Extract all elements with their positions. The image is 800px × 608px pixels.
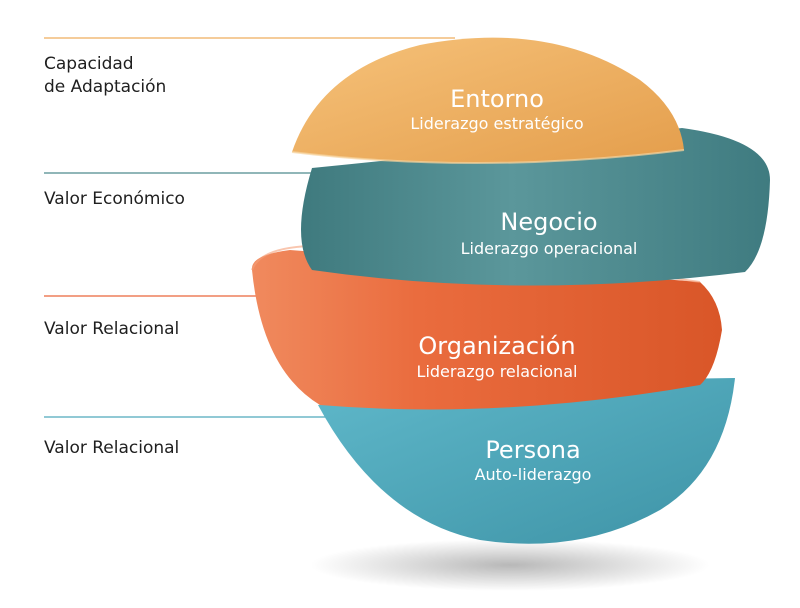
layer-organizacion	[251, 250, 722, 410]
side-label-valor-relacional: Valor Relacional	[44, 319, 180, 339]
entorno-bottom-edge	[291, 149, 685, 164]
layer-entorno	[292, 37, 684, 164]
side-label-capacidad: Capacidad de Adaptación	[44, 54, 167, 97]
layer-title-persona: Persona	[485, 436, 580, 464]
layer-negocio	[301, 128, 770, 286]
layer-title-entorno: Entorno	[450, 85, 544, 113]
side-label-valor-relacional-2: Valor Relacional	[44, 438, 180, 458]
sphere-shadow	[310, 539, 710, 591]
layer-subtitle-entorno: Liderazgo estratégico	[410, 114, 583, 133]
side-label-valor-economico: Valor Económico	[44, 189, 185, 209]
layer-subtitle-negocio: Liderazgo operacional	[461, 239, 638, 258]
layer-title-organizacion: Organización	[418, 332, 575, 360]
layer-subtitle-persona: Auto-liderazgo	[475, 465, 592, 484]
layer-subtitle-organizacion: Liderazgo relacional	[417, 362, 578, 381]
layer-title-negocio: Negocio	[500, 208, 597, 236]
layer-persona	[318, 378, 735, 544]
